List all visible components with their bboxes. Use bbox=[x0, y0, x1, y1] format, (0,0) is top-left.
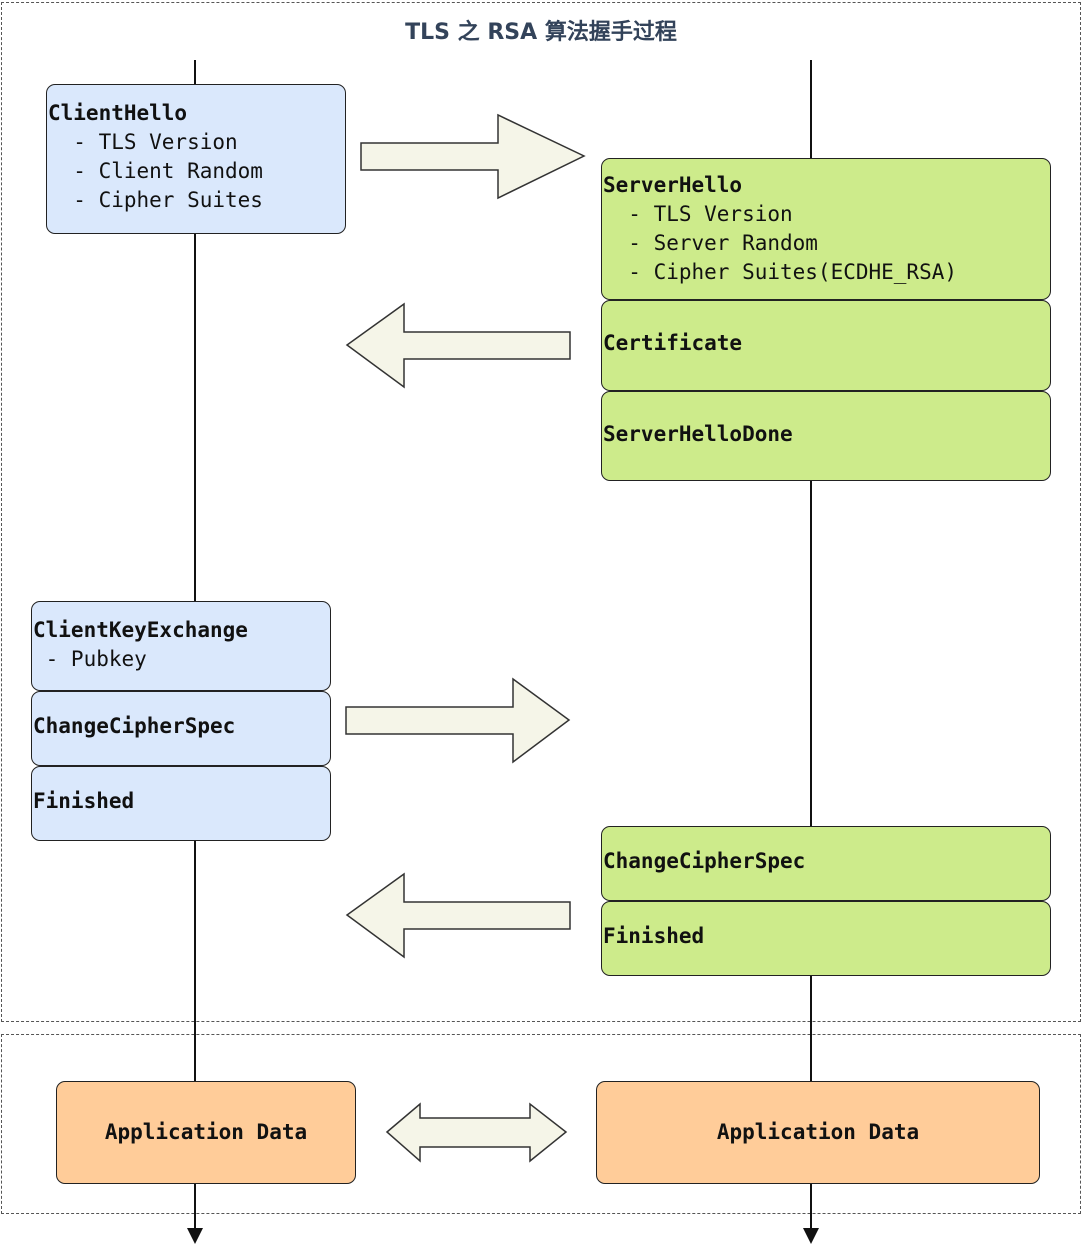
application-data-region bbox=[1, 1034, 1081, 1214]
client-change-cipher-spec-title: ChangeCipherSpec bbox=[33, 714, 236, 738]
certificate-box: Certificate bbox=[601, 300, 1051, 391]
server-hello-item: - Cipher Suites(ECDHE_RSA) bbox=[603, 260, 958, 284]
client-hello-right-arrow bbox=[360, 113, 586, 200]
server-hello-item: - Server Random bbox=[603, 231, 818, 255]
client-key-exchange-right-arrow bbox=[345, 677, 571, 764]
client-hello-title: ClientHello bbox=[48, 101, 188, 125]
client-key-exchange-box: ClientKeyExchange - Pubkey bbox=[31, 601, 331, 691]
client-finished-box: Finished bbox=[31, 766, 331, 841]
server-hello-done-title: ServerHelloDone bbox=[603, 422, 793, 446]
handshake-region bbox=[1, 2, 1081, 1022]
client-hello-item: - Cipher Suites bbox=[48, 188, 263, 212]
client-change-cipher-spec-box: ChangeCipherSpec bbox=[31, 691, 331, 766]
server-hello-item: - TLS Version bbox=[603, 202, 793, 226]
server-finished-box: Finished bbox=[601, 901, 1051, 976]
client-application-data-box: Application Data bbox=[56, 1081, 356, 1184]
client-lifeline-arrowhead bbox=[187, 1228, 203, 1244]
client-finished-title: Finished bbox=[33, 789, 135, 813]
server-change-cipher-spec-box: ChangeCipherSpec bbox=[601, 826, 1051, 901]
diagram-title: TLS 之 RSA 算法握手过程 bbox=[405, 20, 677, 45]
application-data-double-arrow bbox=[385, 1102, 568, 1163]
server-finished-left-arrow bbox=[345, 872, 571, 959]
server-application-data-label: Application Data bbox=[716, 1120, 920, 1144]
server-lifeline-arrowhead bbox=[803, 1228, 819, 1244]
server-hello-title: ServerHello bbox=[603, 173, 743, 197]
server-finished-title: Finished bbox=[603, 924, 705, 948]
server-lifeline bbox=[810, 60, 812, 1230]
client-key-exchange-title: ClientKeyExchange bbox=[33, 618, 248, 642]
client-application-data-label: Application Data bbox=[104, 1120, 308, 1144]
certificate-title: Certificate bbox=[603, 331, 743, 355]
client-hello-item: - Client Random bbox=[48, 159, 263, 183]
server-hello-box: ServerHello - TLS Version - Server Rando… bbox=[601, 158, 1051, 300]
server-application-data-box: Application Data bbox=[596, 1081, 1040, 1184]
client-hello-box: ClientHello - TLS Version - Client Rando… bbox=[46, 84, 346, 234]
server-change-cipher-spec-title: ChangeCipherSpec bbox=[603, 849, 806, 873]
server-hello-done-box: ServerHelloDone bbox=[601, 391, 1051, 481]
client-hello-item: - TLS Version bbox=[48, 130, 238, 154]
client-key-exchange-item: - Pubkey bbox=[33, 647, 147, 671]
server-hello-left-arrow bbox=[345, 302, 571, 389]
